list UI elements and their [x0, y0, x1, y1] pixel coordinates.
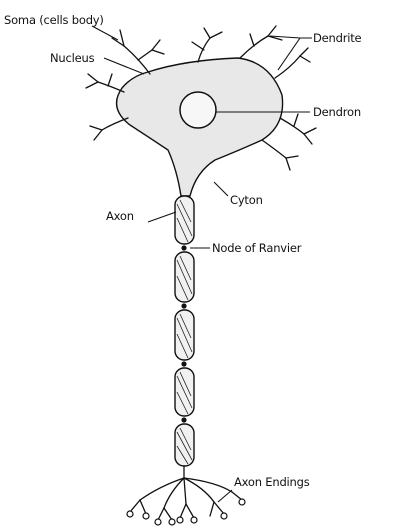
leader-axon [148, 212, 176, 222]
axon-terminals [130, 466, 242, 520]
label-nucleus: Nucleus [50, 51, 95, 65]
leader-soma [92, 26, 118, 40]
label-dendron: Dendron [313, 105, 361, 119]
leader-cyton [214, 182, 228, 196]
leader-axon-endings [218, 490, 232, 502]
myelin-sheath [175, 196, 194, 466]
label-axon: Axon [106, 209, 134, 223]
nucleus-circle [180, 92, 216, 128]
label-dendrite: Dendrite [313, 31, 362, 45]
label-cyton: Cyton [230, 193, 263, 207]
label-soma: Soma (cells body) [4, 13, 104, 27]
label-node-of-ranvier: Node of Ranvier [212, 241, 302, 255]
label-axon-endings: Axon Endings [234, 475, 310, 489]
